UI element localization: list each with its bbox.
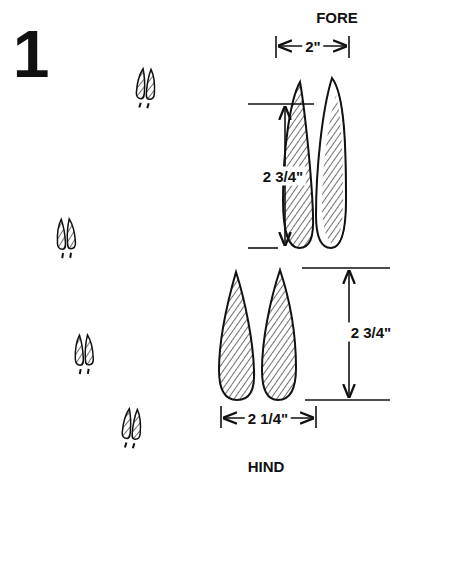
- small-track: [74, 335, 93, 375]
- dimension-label: 2 3/4": [260, 167, 306, 186]
- dimension-label: 2": [302, 37, 323, 56]
- small-track: [135, 68, 156, 108]
- dimension-label: 2 3/4": [348, 323, 394, 342]
- fore-label: FORE: [316, 10, 358, 25]
- hind-label: HIND: [248, 459, 285, 474]
- small-track: [56, 219, 76, 259]
- dimension-lines: [221, 36, 390, 428]
- dimension-label: 2 1/4": [245, 409, 291, 428]
- trail-prints: [56, 68, 156, 448]
- hind-hoof-print: [219, 270, 296, 400]
- callout-number: 1: [13, 21, 50, 87]
- small-track: [121, 408, 142, 448]
